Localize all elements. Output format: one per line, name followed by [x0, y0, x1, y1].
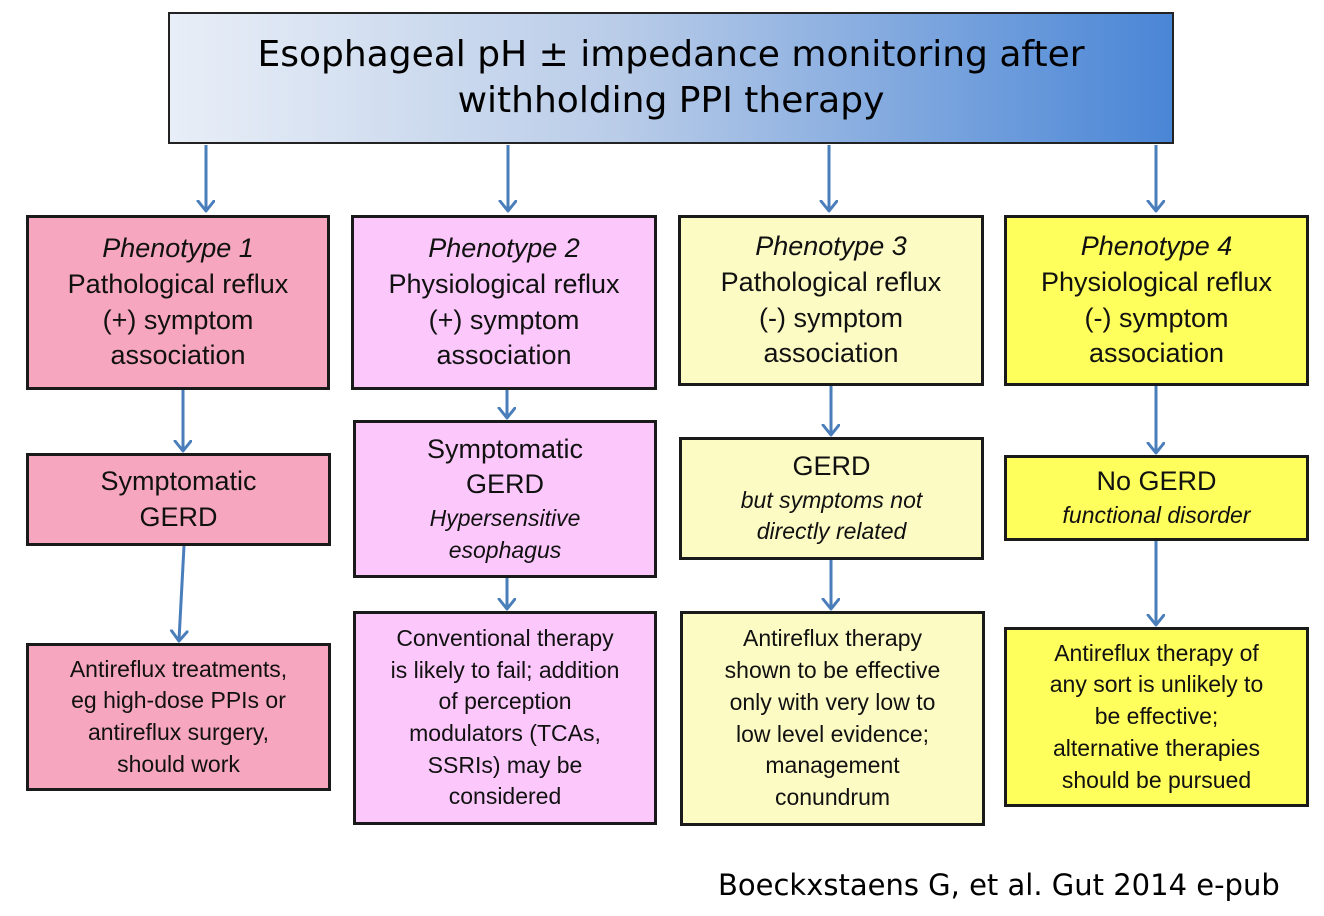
outcome-3-line-5: management	[765, 752, 900, 779]
phenotype-2-symptom: (+) symptom	[428, 304, 580, 335]
phenotype-2-reflux: Physiological reflux	[388, 268, 620, 299]
outcome-3-box: Antireflux therapy shown to be effective…	[680, 611, 985, 826]
phenotype-3-label: Phenotype 3	[755, 231, 907, 262]
header-title-line-1: Esophageal pH ± impedance monitoring aft…	[257, 33, 1085, 75]
phenotype-3-reflux: Pathological reflux	[720, 266, 942, 297]
diagnosis-2-line-1: Symptomatic	[426, 433, 584, 464]
outcome-1-line-4: should work	[117, 750, 240, 777]
diagnosis-3-line-1: GERD	[792, 450, 871, 481]
phenotype-3-symptom: (-) symptom	[759, 302, 903, 333]
diagnosis-1-line-2: GERD	[139, 501, 218, 532]
outcome-2-line-5: SSRIs) may be	[427, 751, 583, 778]
diagnosis-3-subtitle-1: but symptoms not	[740, 486, 923, 513]
phenotype-4-association: association	[1088, 338, 1225, 369]
diagnosis-1-line-1: Symptomatic	[100, 465, 257, 496]
diagnosis-4-subtitle-1: functional disorder	[1062, 501, 1251, 528]
outcome-3-line-1: Antireflux therapy	[743, 625, 922, 652]
diagnosis-2-subtitle-2: esophagus	[448, 536, 562, 563]
outcome-1-box: Antireflux treatments, eg high-dose PPIs…	[26, 643, 331, 791]
phenotype-4-symptom: (-) symptom	[1084, 302, 1229, 333]
outcome-2-box: Conventional therapy is likely to fail; …	[353, 611, 657, 825]
phenotype-2-box: Phenotype 2 Physiological reflux (+) sym…	[351, 215, 657, 390]
phenotype-1-label: Phenotype 1	[102, 233, 254, 264]
outcome-3-line-6: conundrum	[774, 783, 891, 810]
diagnosis-4-line-1: No GERD	[1096, 466, 1217, 497]
diagnosis-1-box: Symptomatic GERD	[26, 453, 331, 546]
outcome-3-line-2: shown to be effective	[724, 657, 941, 684]
diagnosis-2-line-2: GERD	[465, 469, 544, 500]
outcome-2-line-6: considered	[448, 783, 562, 810]
diagnosis-3-box: GERD but symptoms not directly related	[679, 437, 984, 560]
outcome-2-line-4: modulators (TCAs,	[409, 720, 601, 746]
phenotype-3-box: Phenotype 3 Pathological reflux (-) symp…	[678, 215, 984, 386]
outcome-2-line-3: of perception	[438, 688, 572, 715]
diagnosis-4-box: No GERD functional disorder	[1004, 455, 1309, 541]
outcome-4-box: Antireflux therapy of any sort is unlike…	[1004, 627, 1309, 807]
outcome-4-line-1: Antireflux therapy of	[1054, 639, 1259, 666]
phenotype-1-association: association	[110, 340, 246, 371]
phenotype-4-box: Phenotype 4 Physiological reflux (-) sym…	[1004, 215, 1309, 386]
outcome-4-line-3: be effective;	[1094, 703, 1219, 730]
outcome-1-line-1: Antireflux treatments,	[69, 655, 288, 682]
phenotype-2-association: association	[436, 340, 572, 371]
outcome-4-line-4: alternative therapies	[1052, 734, 1261, 761]
phenotype-1-box: Phenotype 1 Pathological reflux (+) symp…	[26, 215, 330, 390]
header-box: Esophageal pH ± impedance monitoring aft…	[168, 12, 1174, 144]
phenotype-4-label: Phenotype 4	[1080, 231, 1233, 262]
outcome-1-line-2: eg high-dose PPIs or	[71, 687, 286, 714]
diagnosis-3-subtitle-2: directly related	[756, 518, 907, 545]
outcome-3-line-3: only with very low to	[729, 688, 936, 715]
outcome-4-line-5: should be pursued	[1061, 766, 1252, 793]
arrow-diagnosis-1-to-outcome	[179, 545, 184, 640]
phenotype-2-label: Phenotype 2	[428, 233, 580, 264]
outcome-1-line-3: antireflux surgery,	[87, 719, 270, 745]
phenotype-4-reflux: Physiological reflux	[1040, 266, 1273, 297]
phenotype-3-association: association	[763, 338, 899, 369]
diagnosis-2-subtitle-1: Hypersensitive	[429, 504, 581, 531]
outcome-2-line-2: is likely to fail; addition	[390, 656, 620, 683]
outcome-3-line-4: low level evidence;	[735, 720, 930, 747]
header-title-line-2: withholding PPI therapy	[457, 80, 885, 121]
citation: Boeckxstaens G, et al. Gut 2014 e-pub	[718, 868, 1280, 902]
phenotype-1-reflux: Pathological reflux	[67, 268, 289, 299]
outcome-2-line-1: Conventional therapy	[396, 624, 614, 651]
outcome-4-line-2: any sort is unlikely to	[1049, 671, 1264, 698]
phenotype-1-symptom: (+) symptom	[102, 304, 254, 335]
diagnosis-2-box: Symptomatic GERD Hypersensitive esophagu…	[353, 420, 657, 578]
